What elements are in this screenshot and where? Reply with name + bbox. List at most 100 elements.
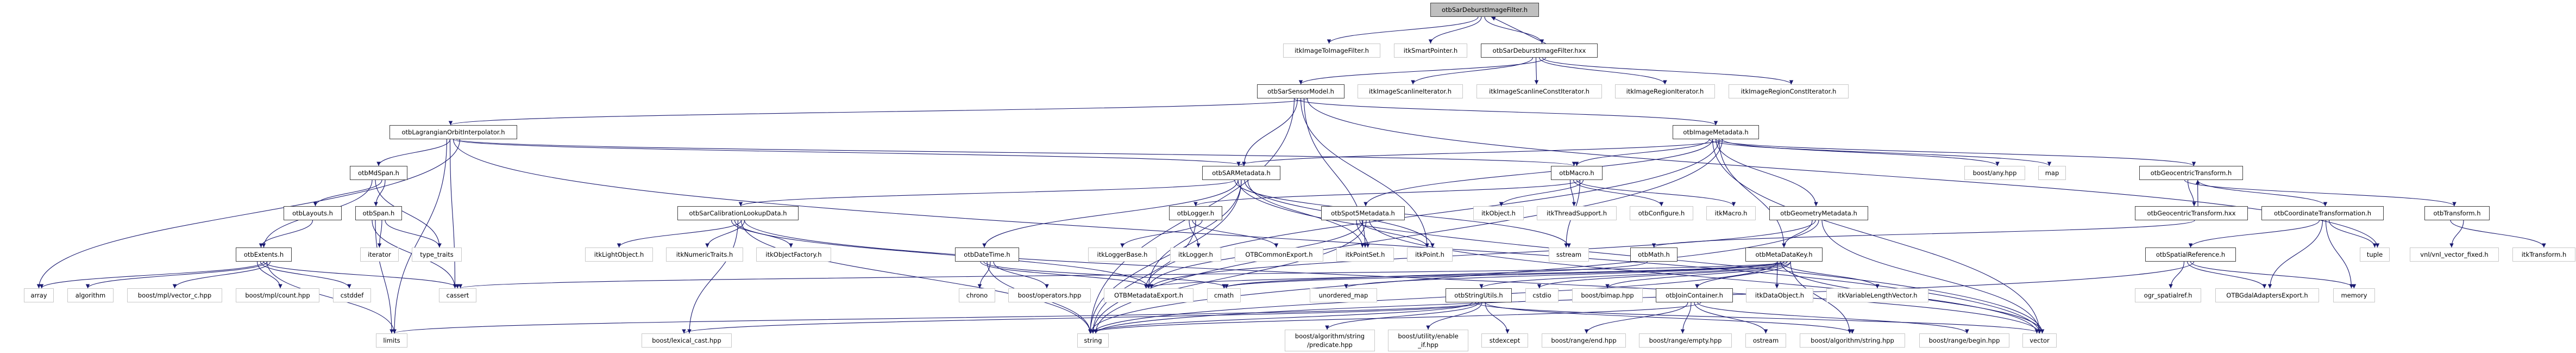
graph-node-otbdatetime-h[interactable]: otbDateTime.h <box>955 247 1019 262</box>
graph-node-otbmetadatakey-h[interactable]: otbMetaDataKey.h <box>1745 247 1823 262</box>
dependency-edge <box>1537 261 1788 289</box>
graph-node-itkpointset-h: itkPointSet.h <box>1336 247 1394 262</box>
dependency-edge <box>2449 220 2464 248</box>
dependency-edge <box>266 261 397 334</box>
dependency-edge <box>1144 261 1781 289</box>
graph-node-cstddef: cstddef <box>333 288 371 302</box>
graph-node-otbspan-h[interactable]: otbSpan.h <box>355 206 402 220</box>
graph-node-otbcoordinatetransformation-h[interactable]: otbCoordinateTransformation.h <box>2261 206 2384 220</box>
dependency-edge <box>1327 16 1479 44</box>
graph-node-otbmath-h[interactable]: otbMath.h <box>1630 247 1677 262</box>
graph-node-otbmdspan-h[interactable]: otbMdSpan.h <box>350 166 407 180</box>
graph-node-otbgdaladaptersexport-h: OTBGdalAdaptersExport.h <box>2215 288 2319 302</box>
graph-node-otbjoincontainer-h[interactable]: otbJoinContainer.h <box>1656 288 1733 302</box>
dependency-edge <box>172 261 271 289</box>
graph-node-tuple: tuple <box>2360 247 2390 262</box>
graph-node-itknumerictraits-h: itkNumericTraits.h <box>666 247 743 262</box>
graph-node-chrono: chrono <box>959 288 995 302</box>
dependency-edge <box>1821 220 2042 334</box>
dependency-edge <box>1485 302 1510 334</box>
graph-node-itkvariablelengthvector-h: itkVariableLengthVector.h <box>1826 288 1928 302</box>
dependency-edge <box>375 179 442 248</box>
graph-node-otbsarmetadata-h[interactable]: otbSARMetadata.h <box>1202 166 1280 180</box>
dependency-edge <box>1651 220 2195 248</box>
dependency-edge <box>734 220 1151 289</box>
graph-node-boost-algorithm-string-predicate-hpp: boost/algorithm/string /predicate.hpp <box>1285 330 1375 351</box>
dependency-edge <box>1721 139 2000 166</box>
graph-node-itkimagescanlineiterator-h: itkImageScanlineIterator.h <box>1358 84 1463 98</box>
graph-node-otbspot5metadata-h[interactable]: otbSpot5Metadata.h <box>1321 206 1405 220</box>
dependency-edge <box>2197 179 2328 207</box>
dependency-edge <box>1715 139 2196 166</box>
graph-node-boost-bimap-hpp: boost/bimap.hpp <box>1572 288 1643 302</box>
graph-node-itkthreadsupport-h: itkThreadSupport.h <box>1537 206 1617 220</box>
graph-node-otbspatialreference-h[interactable]: otbSpatialReference.h <box>2145 247 2236 262</box>
graph-node-itkpoint-h: itkPoint.h <box>1407 247 1453 262</box>
dependency-edge <box>977 261 991 289</box>
graph-node-itkobject-h: itkObject.h <box>1473 206 1524 220</box>
dependency-edge <box>385 220 442 248</box>
dependency-edge <box>1236 139 1723 166</box>
dependency-edge <box>1189 220 1201 248</box>
dependency-edge <box>1193 179 1581 207</box>
dependency-edge <box>392 302 1479 334</box>
graph-node-vector: vector <box>2022 333 2057 348</box>
dependency-edge <box>980 261 1151 289</box>
dependency-edge <box>259 220 313 248</box>
graph-node-otbimagemetadata-h[interactable]: otbImageMetadata.h <box>1673 125 1759 139</box>
graph-node-otblagrangianorbitinterpolator-h[interactable]: otbLagrangianOrbitInterpolator.h <box>389 125 517 139</box>
graph-node-otbtransform-h[interactable]: otbTransform.h <box>2424 206 2490 220</box>
graph-node-ostream: ostream <box>1745 333 1786 348</box>
graph-node-iterator: iterator <box>360 247 399 262</box>
graph-node-otblayouts-h[interactable]: otbLayouts.h <box>284 206 342 220</box>
graph-node-itklogger-h: itkLogger.h <box>1170 247 1221 262</box>
dependency-edge <box>1485 302 1855 334</box>
dependency-edge <box>1712 139 2042 334</box>
dependency-edge <box>617 220 742 248</box>
graph-node-otblogger-h[interactable]: otbLogger.h <box>1169 206 1222 220</box>
graph-node-boost-any-hpp: boost/any.hpp <box>1964 166 2025 180</box>
dependency-edge <box>1091 261 1778 334</box>
graph-node-otbcommonexport-h: OTBCommonExport.h <box>1235 247 1323 262</box>
graph-node-otbgeocentrictransform-hxx[interactable]: otbGeocentricTransform.hxx <box>2135 206 2248 220</box>
graph-node-array: array <box>24 288 54 302</box>
dependency-edge <box>2184 179 2456 207</box>
graph-node-cassert: cassert <box>439 288 476 302</box>
graph-node-boost-range-begin-hpp: boost/range/begin.hpp <box>1919 333 2009 348</box>
dependency-edge <box>453 139 1246 166</box>
dependency-edge <box>738 179 1235 207</box>
dependency-edge <box>1426 302 1482 330</box>
graph-node-limits: limits <box>376 333 407 348</box>
graph-node-otbmacro-h[interactable]: otbMacro.h <box>1551 166 1603 180</box>
graph-node-otbconfigure-h: otbConfigure.h <box>1630 206 1693 220</box>
dependency-edge <box>705 220 745 248</box>
dependency-edge <box>1325 302 1479 330</box>
dependency-edge <box>1356 220 1370 248</box>
graph-node-otbsarcalibrationlookupdata-h[interactable]: otbSarCalibrationLookupData.h <box>677 206 799 220</box>
dependency-edge <box>1790 261 1852 334</box>
dependency-edge <box>1499 179 1584 207</box>
graph-node-itkdataobject-h: itkDataObject.h <box>1746 288 1813 302</box>
graph-node-otbextents-h[interactable]: otbExtents.h <box>236 247 292 262</box>
graph-node-boost-range-end-hpp: boost/range/end.hpp <box>1542 333 1626 348</box>
graph-node-itkimagetoimagefilter-h: itkImageToImageFilter.h <box>1283 44 1380 58</box>
dependency-edge <box>256 261 282 289</box>
dependency-edge <box>1538 57 1667 85</box>
graph-node-otbsardeburstimagefilter-hxx[interactable]: otbSarDeburstImageFilter.hxx <box>1481 44 1598 58</box>
graph-node-otbsardeburstimagefilter-h[interactable]: otbSarDeburstImageFilter.h <box>1430 3 1539 17</box>
dependency-edge <box>993 261 1049 289</box>
dependency-edge <box>2267 220 2323 289</box>
graph-node-otbgeocentrictransform-h[interactable]: otbGeocentricTransform.h <box>2139 166 2243 180</box>
dependency-edge <box>377 220 382 248</box>
graph-node-otbgeometrymetadata-h[interactable]: otbGeometryMetadata.h <box>1769 206 1868 220</box>
dependency-edge <box>687 220 739 334</box>
graph-node-otbstringutils-h[interactable]: otbStringUtils.h <box>1446 288 1512 302</box>
dependency-edge <box>1411 57 1534 85</box>
dependency-edge <box>1534 57 1539 85</box>
graph-node-boost-algorithm-string-hpp: boost/algorithm/string.hpp <box>1800 333 1905 348</box>
graph-node-otbsarsensormodel-h[interactable]: otbSarSensorModel.h <box>1257 84 1344 98</box>
dependency-edge <box>744 220 2042 334</box>
dependency-edge <box>2188 220 2320 248</box>
